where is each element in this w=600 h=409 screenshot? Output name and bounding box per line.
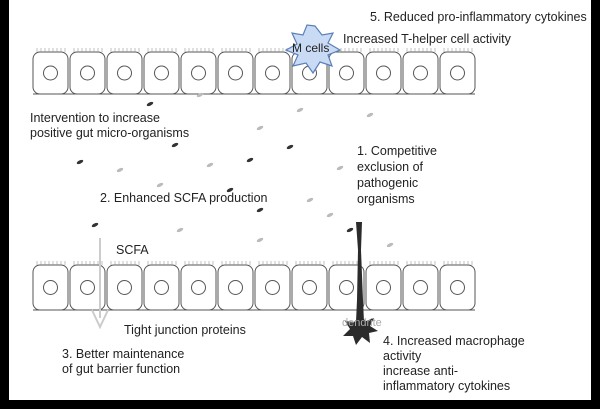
- lower-cell: [180, 261, 217, 311]
- exclusion-label-line1: 1. Competitive: [357, 144, 437, 158]
- microorganism-particles: [76, 92, 394, 248]
- scfa-production-label: 2. Enhanced SCFA production: [100, 191, 268, 205]
- tight-junction-label: Tight junction proteins: [124, 323, 246, 337]
- upper-epithelium: [32, 48, 476, 95]
- microorganism-particle: [76, 159, 84, 165]
- microorganism-particle: [246, 157, 254, 163]
- microorganism-particle: [286, 144, 294, 150]
- t-helper-label: Increased T-helper cell activity: [343, 32, 511, 46]
- upper-cell: [69, 48, 106, 95]
- lower-cell: [402, 261, 439, 311]
- macrophage-label-line1: 4. Increased macrophage: [383, 334, 525, 348]
- microorganism-particle: [206, 162, 214, 168]
- microorganism-particle: [256, 237, 264, 243]
- barrier-label-line2: of gut barrier function: [62, 362, 181, 376]
- upper-cell: [217, 48, 254, 95]
- barrier-label-line1: 3. Better maintenance: [62, 347, 185, 361]
- m-cells-label: M cells: [292, 41, 330, 55]
- lower-cell: [254, 261, 291, 311]
- microorganism-particle: [306, 197, 314, 203]
- intervention-label-line1: Intervention to increase: [30, 111, 160, 125]
- lower-cell: [217, 261, 254, 311]
- upper-cell: [32, 48, 69, 95]
- microorganism-particle: [296, 107, 304, 113]
- exclusion-label-line4: organisms: [357, 192, 415, 206]
- macrophage-label-line2: activity: [383, 349, 422, 363]
- microorganism-particle: [116, 167, 124, 173]
- microorganism-particle: [366, 112, 374, 118]
- upper-cell: [365, 48, 402, 95]
- scfa-arrow: [91, 238, 109, 330]
- microorganism-particle: [326, 212, 334, 218]
- microorganism-particle: [336, 165, 344, 171]
- microorganism-particle: [346, 227, 354, 233]
- lower-cell: [143, 261, 180, 311]
- microorganism-particle: [226, 187, 234, 193]
- upper-cell: [328, 48, 365, 95]
- microorganism-particle: [256, 207, 264, 213]
- dendrite-label: dendrite: [342, 317, 382, 329]
- microorganism-particle: [196, 92, 204, 98]
- lower-cell: [106, 261, 143, 311]
- microorganism-particle: [91, 222, 99, 228]
- macrophage-label-line4: inflammatory cytokines: [383, 379, 511, 393]
- microorganism-particle: [256, 125, 264, 131]
- lower-cell: [439, 261, 476, 311]
- microorganism-particle: [156, 182, 164, 188]
- reduced-cytokines-label: 5. Reduced pro-inflammatory cytokines: [370, 10, 587, 24]
- upper-cell: [143, 48, 180, 95]
- upper-cell: [106, 48, 143, 95]
- exclusion-label-line3: pathogenic: [357, 176, 419, 190]
- upper-cell: [180, 48, 217, 95]
- upper-cell: [254, 48, 291, 95]
- microorganism-particle: [146, 101, 154, 107]
- lower-cell: [365, 261, 402, 311]
- intervention-label-line2: positive gut micro-organisms: [30, 126, 190, 140]
- macrophage-label-line3: increase anti-: [383, 364, 459, 378]
- lower-cell: [291, 261, 328, 311]
- lower-cell: [328, 261, 365, 311]
- lower-epithelium: [32, 261, 476, 311]
- exclusion-label-line2: exclusion of: [357, 160, 424, 174]
- upper-cell: [439, 48, 476, 95]
- microorganism-particle: [386, 242, 394, 248]
- dendrite-shape: [343, 222, 378, 345]
- upper-cell: [402, 48, 439, 95]
- lower-cell: [32, 261, 69, 311]
- microorganism-particle: [176, 227, 184, 233]
- m-cells-star: [284, 24, 342, 75]
- scfa-label: SCFA: [116, 243, 149, 257]
- microorganism-particle: [171, 142, 179, 148]
